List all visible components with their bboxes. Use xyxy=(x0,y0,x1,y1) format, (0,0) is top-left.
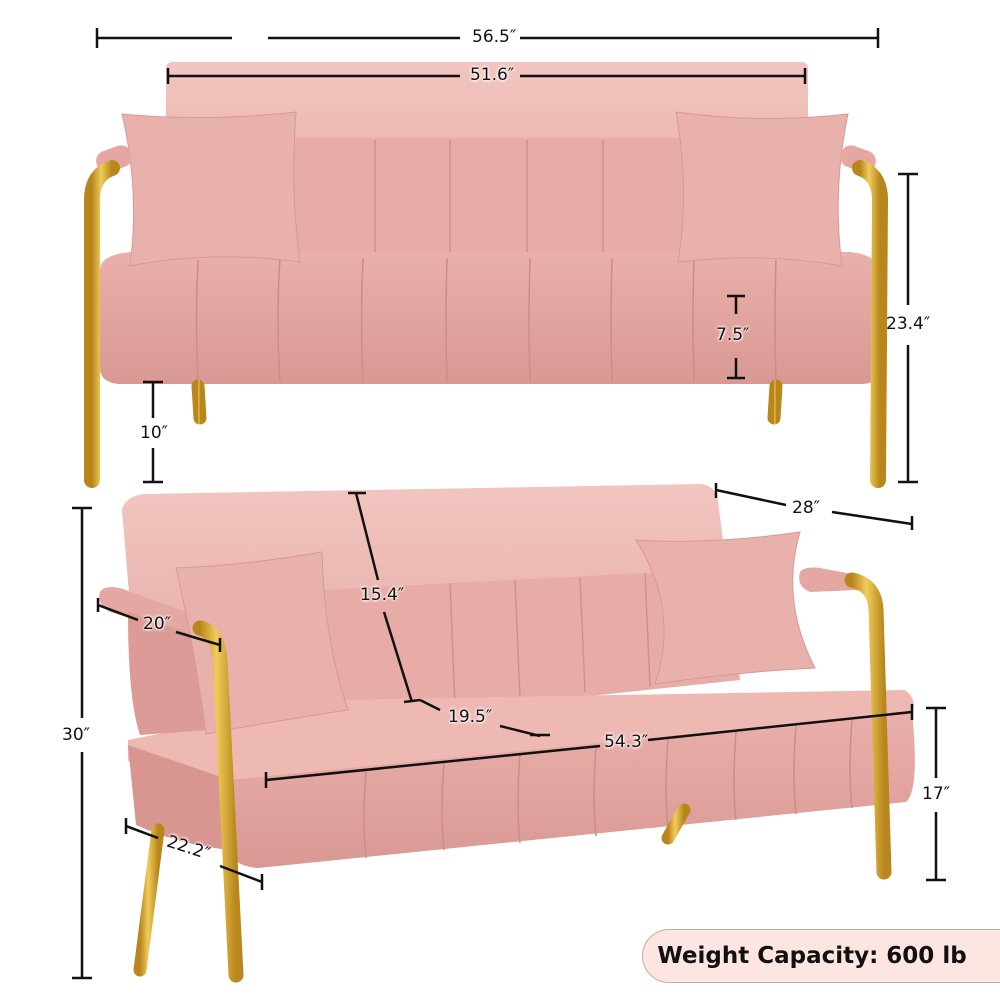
angled-dimension-lines xyxy=(72,483,946,980)
dimension-seat-length: 54.3″ xyxy=(604,732,649,752)
dimension-overall-height: 30″ xyxy=(62,725,90,745)
dimension-arm-length: 20″ xyxy=(143,614,171,634)
dimension-seat-width: 51.6″ xyxy=(470,65,515,85)
front-view-sofa xyxy=(84,62,889,488)
dimension-seat-depth: 19.5″ xyxy=(448,707,493,727)
dimension-seat-cushion-thickness: 7.5″ xyxy=(716,325,750,345)
dimension-depth: 28″ xyxy=(792,498,820,518)
dimension-arm-height: 23.4″ xyxy=(886,314,931,334)
weight-capacity-text: Weight Capacity: 600 lb xyxy=(657,943,967,969)
dimension-backrest-height: 15.4″ xyxy=(360,585,405,605)
front-dimension-lines xyxy=(95,28,918,484)
dimension-leg-height: 10″ xyxy=(140,423,168,443)
dimension-overall-width: 56.5″ xyxy=(472,27,517,47)
angled-view-sofa xyxy=(99,484,915,983)
dimension-seat-height: 17″ xyxy=(922,784,950,804)
weight-capacity-badge: Weight Capacity: 600 lb xyxy=(642,929,1000,983)
